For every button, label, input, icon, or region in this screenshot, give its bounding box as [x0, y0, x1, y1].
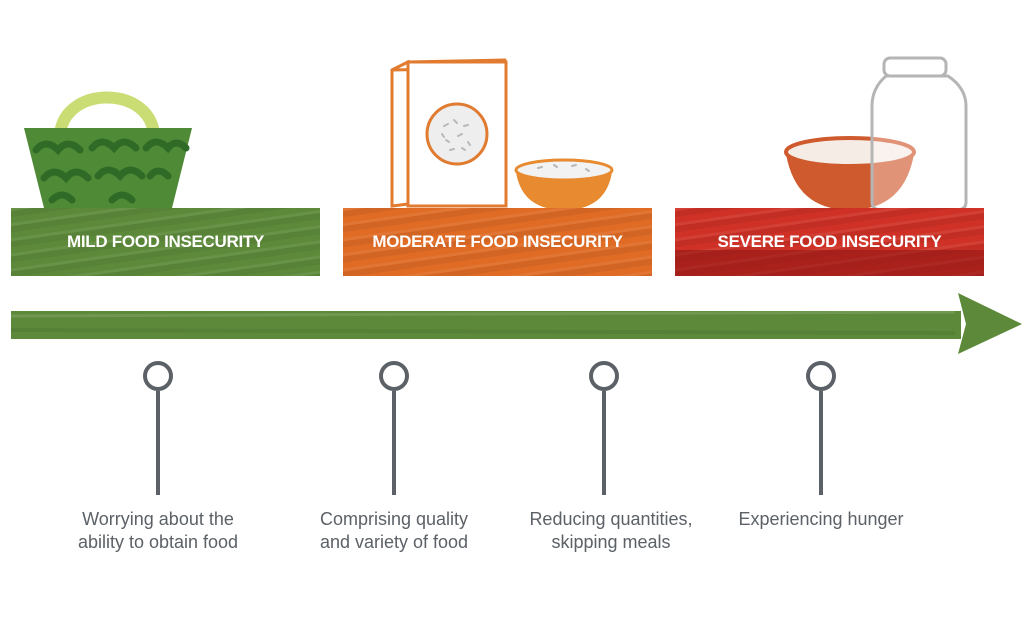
cereal-box-icon — [390, 58, 508, 208]
stage-band-moderate: MODERATE FOOD INSECURITY — [343, 208, 652, 276]
rice-bowl-icon — [514, 158, 614, 210]
milestone-pin-1 — [143, 361, 173, 497]
milestone-caption-4: Experiencing hunger — [738, 509, 904, 529]
empty-bowl-icon — [784, 136, 916, 210]
milestone-pin-2 — [379, 361, 409, 497]
milestone-pin-4 — [806, 361, 836, 497]
stage-band-severe: SEVERE FOOD INSECURITY — [675, 208, 984, 276]
stage-label-moderate: MODERATE FOOD INSECURITY — [372, 232, 623, 251]
stage-label-mild: MILD FOOD INSECURITY — [66, 232, 265, 251]
milestone-pin-3 — [589, 361, 619, 497]
stage-band-mild: MILD FOOD INSECURITY — [11, 208, 320, 276]
milestone-caption-2: Comprising quality and variety of food — [319, 509, 469, 552]
basket-icon — [24, 91, 192, 208]
milestone-caption-3: Reducing quantities, skipping meals — [529, 509, 693, 552]
arrow-icon — [10, 293, 1022, 354]
milestone-caption-1: Worrying about the ability to obtain foo… — [77, 509, 239, 552]
stage-label-severe: SEVERE FOOD INSECURITY — [717, 232, 942, 251]
empty-jar-icon — [870, 56, 968, 212]
